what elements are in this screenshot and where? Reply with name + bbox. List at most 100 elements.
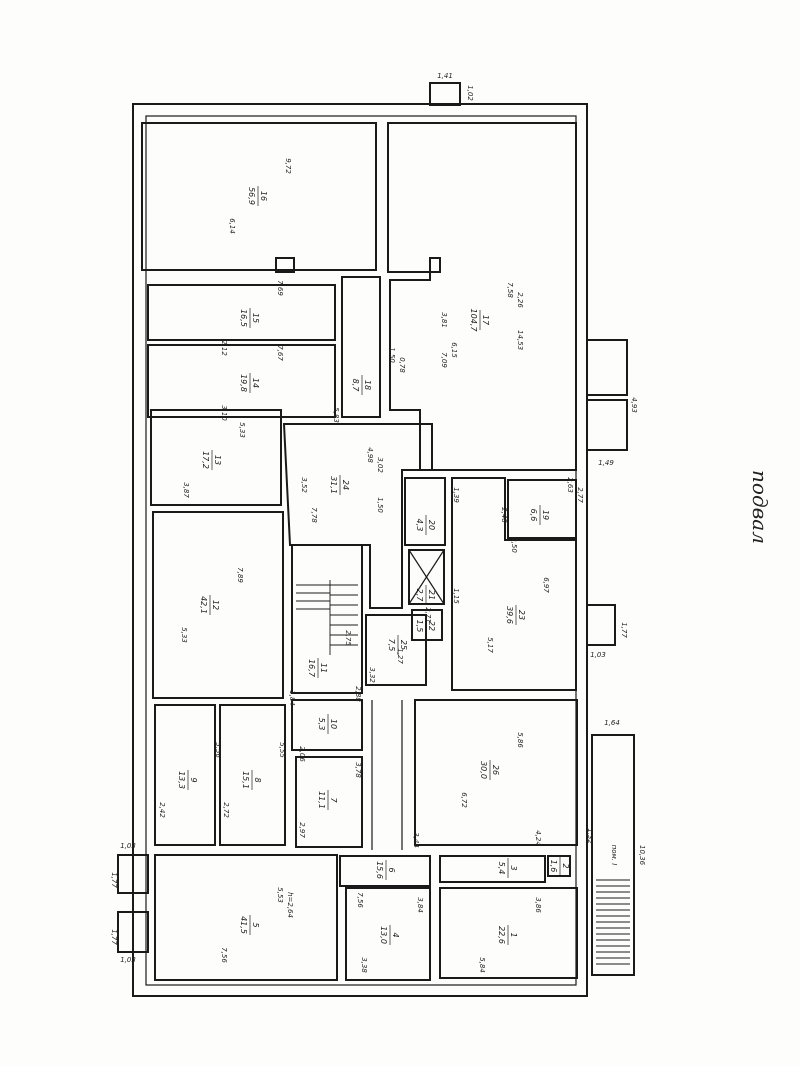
dimension-label: 3,81 (440, 312, 448, 328)
dimension-label: 5,83 (332, 407, 340, 423)
dimension-label: 7,67 (276, 345, 284, 361)
room-area: 7,5 (387, 639, 396, 652)
room-area: 41,5 (239, 916, 248, 934)
dimension-label: 1,15 (452, 588, 460, 604)
room-area: 17,2 (201, 451, 210, 469)
dimension-label: 3,44 (412, 832, 420, 848)
exterior-stair-steps (596, 879, 630, 965)
dimension-label: 1,84 (288, 690, 296, 706)
room-number: 19 (541, 510, 550, 520)
annex-right-2 (586, 399, 628, 451)
dimension-label: h=2,64 (286, 892, 294, 918)
room-area: 104,7 (469, 309, 478, 333)
dimension-label: 5,33 (238, 422, 246, 438)
dimension-label: 4,98 (366, 447, 374, 463)
room-area: 15,6 (375, 861, 384, 879)
room-number: 4 (391, 932, 400, 937)
dimension-label: 0,78 (398, 357, 406, 373)
top-bump (429, 82, 461, 106)
room-area: 39,6 (505, 606, 514, 624)
dimension-label: 2,50 (510, 537, 518, 553)
room-10-outline (291, 699, 363, 751)
room-23-outline (451, 477, 577, 691)
room-number: 13 (213, 455, 222, 465)
dimension-label: 3,87 (182, 482, 190, 498)
room-number: 20 (427, 520, 436, 530)
room-number: 21 (427, 590, 436, 600)
annex-left-1 (117, 854, 149, 894)
room-number: 23 (517, 610, 526, 620)
room-number: 14 (251, 378, 260, 388)
room-20-outline (404, 477, 446, 546)
dimension-label: 2,97 (298, 822, 306, 838)
room-8-outline (219, 704, 286, 846)
dimension-label: 7,09 (440, 352, 448, 368)
room-number: 22 (427, 621, 436, 631)
room-6-outline (339, 855, 431, 887)
room-number: 11 (319, 663, 328, 673)
room-number: 17 (481, 315, 490, 326)
outer-wall (132, 103, 588, 997)
room-15-outline (147, 284, 336, 341)
room-18-label: 188,7 (351, 375, 372, 395)
room-number: 5 (251, 922, 260, 927)
room-area: 56,9 (247, 187, 256, 205)
annex-left-2 (117, 911, 149, 953)
dimension-label: 5,55 (278, 742, 286, 758)
room-labels: 1656,99,726,1417104,77,586,152,263,8114,… (110, 72, 646, 973)
room-area: 11,1 (317, 791, 326, 809)
room-number: 8 (253, 777, 262, 782)
room-21-label: 212,7 (415, 585, 436, 605)
room-area: 1,5 (415, 620, 424, 633)
room-7-outline (295, 756, 363, 848)
room-12-outline (152, 511, 284, 699)
room-3-label: 35,4 (497, 858, 518, 878)
floor-label: подвал (748, 470, 772, 544)
dimension-label: 2,72 (222, 802, 230, 818)
room-number: 12 (211, 600, 220, 610)
room-number: 10 (329, 719, 338, 729)
room-5-label: 541,5 (239, 915, 260, 935)
dimension-label: 3,78 (354, 762, 362, 778)
exterior-stair-box (591, 734, 635, 976)
room-19-label: 196,6 (529, 505, 550, 525)
room-area: 19,8 (239, 374, 248, 392)
room-2-outline (547, 855, 571, 877)
dimension-label: 2,77 (576, 487, 584, 503)
dimension-label: 5,33 (180, 627, 188, 643)
room-11-outline (291, 544, 363, 694)
room-number: 7 (329, 797, 338, 803)
room-area: 1,6 (549, 860, 558, 873)
room-area: 13,0 (379, 926, 388, 944)
dimension-label: 14,53 (516, 330, 524, 350)
room-area: 5,3 (317, 718, 326, 731)
dimension-label: 1,32 (586, 828, 594, 844)
room-area: 22,6 (497, 926, 506, 944)
room-area: 16,7 (307, 659, 316, 678)
exterior-dimension: 1,77 (110, 872, 118, 888)
room-25-outline (365, 614, 427, 686)
dimension-label: 3,84 (416, 897, 424, 913)
dimension-label: 6,97 (542, 577, 550, 593)
room-22-label: 221,5 (415, 616, 436, 636)
exterior-dimension: 1,64 (604, 719, 620, 727)
elevator-cross-2 (408, 549, 445, 605)
room-4-label: 413,0 (379, 925, 400, 945)
room-21-elevator (408, 549, 445, 605)
dimension-label: 3,02 (376, 457, 384, 473)
dimension-label: 6,14 (228, 218, 236, 234)
dimension-label: 7,78 (310, 507, 318, 523)
stair-11 (296, 580, 358, 655)
room-7-label: 711,1 (317, 790, 338, 810)
dimension-label: 2,12 (220, 340, 228, 356)
dimension-label: 6,15 (450, 342, 458, 358)
room-number: 25 (399, 640, 408, 650)
room-area: 16,5 (239, 309, 248, 327)
room-10-label: 105,3 (317, 714, 338, 734)
room-18-outline (341, 276, 381, 418)
